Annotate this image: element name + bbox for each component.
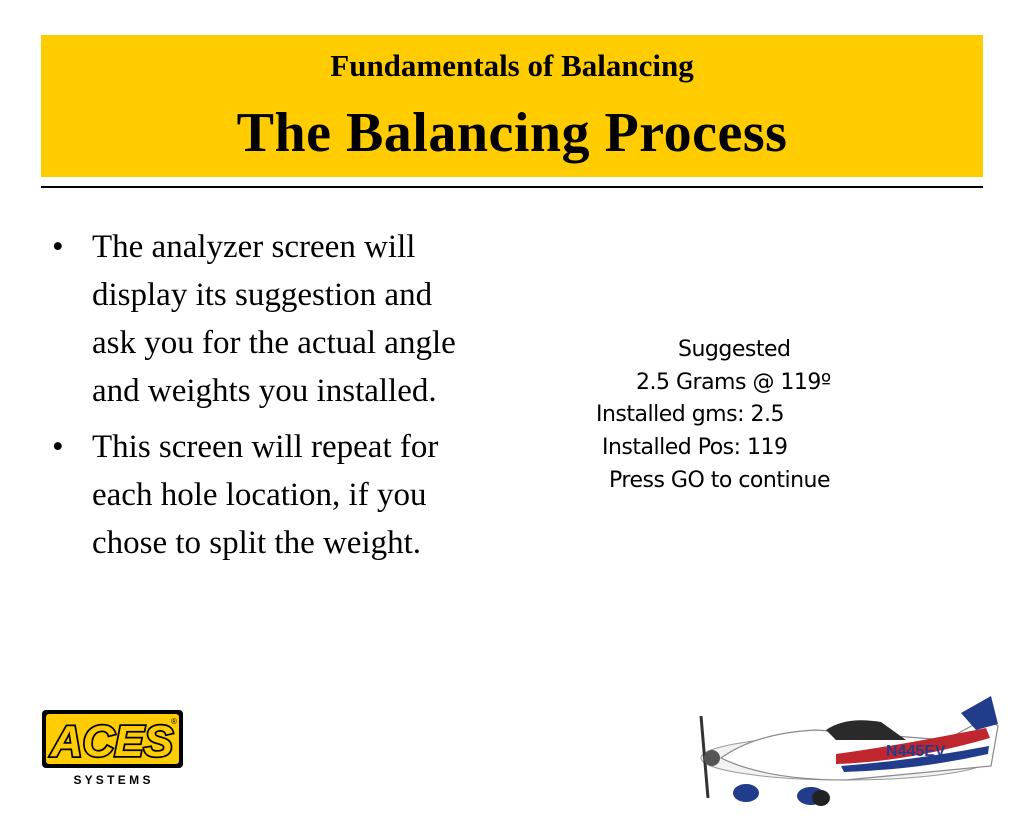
- logo-tagline: S Y S T E M S: [74, 773, 151, 787]
- slide-title: The Balancing Process: [236, 102, 788, 164]
- lcd-line-suggested: Suggested: [678, 337, 791, 362]
- logo-registered-mark: ®: [171, 717, 177, 726]
- lcd-line-installed-grams: Installed gms: 2.5: [596, 402, 784, 427]
- lcd-line-installed-position: Installed Pos: 119: [602, 435, 788, 460]
- lcd-line-suggestion-value: 2.5 Grams @ 119º: [636, 370, 831, 395]
- bullet-dot-icon: •: [52, 429, 64, 465]
- lcd-line-press-go: Press GO to continue: [609, 468, 831, 493]
- airplane-tail-number: N445EV: [886, 743, 946, 760]
- airplane-icon: N445EV: [699, 696, 999, 806]
- bullet-item: • This screen will repeat for each hole …: [52, 423, 472, 567]
- aces-systems-logo: ACES ® S Y S T E M S: [40, 708, 185, 790]
- bullet-text: This screen will repeat for each hole lo…: [92, 429, 439, 561]
- airplane-image: N445EV: [686, 688, 1006, 813]
- logo-brand-text: ACES: [50, 717, 173, 766]
- bullet-text: The analyzer screen will display its sug…: [92, 229, 456, 409]
- slide-subtitle: Fundamentals of Balancing: [330, 48, 694, 83]
- aces-logo-icon: ACES ® S Y S T E M S: [42, 710, 183, 787]
- bullet-dot-icon: •: [52, 229, 64, 265]
- bullet-item: • The analyzer screen will display its s…: [52, 223, 472, 415]
- title-banner: Fundamentals of Balancing The Balancing …: [41, 35, 983, 177]
- bullet-list: • The analyzer screen will display its s…: [52, 223, 472, 575]
- title-divider: [41, 186, 983, 188]
